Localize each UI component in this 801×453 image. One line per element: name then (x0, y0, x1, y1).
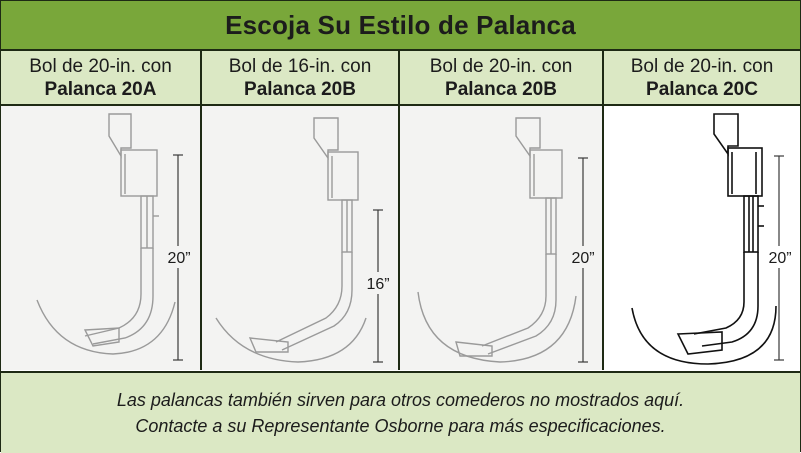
column-header-line1: Bol de 20-in. con (429, 55, 573, 77)
footer-note: Las palancas también sirven para otros c… (1, 371, 800, 453)
lever-20a-illustration: 20” (36, 113, 194, 361)
column-header-20b-20in: Bol de 20-in. con Palanca 20B (400, 51, 602, 104)
column-divider (602, 51, 604, 104)
column-divider (602, 106, 604, 370)
lever-20c-illustration: 20” (631, 113, 796, 365)
dimension-label: 16” (366, 276, 389, 293)
lever-20b-16in-cell: 16” (202, 106, 398, 370)
column-header-line1: Bol de 20-in. con (630, 55, 774, 77)
lever-20c-cell: 20” (604, 106, 800, 370)
column-header-model: Palanca 20A (44, 78, 157, 100)
column-header-line1: Bol de 20-in. con (29, 55, 172, 77)
footer-line-2: Contacte a su Representante Osborne para… (135, 416, 666, 436)
column-divider (398, 106, 400, 370)
column-header-20c: Bol de 20-in. con Palanca 20C (604, 51, 800, 104)
column-header-model: Palanca 20C (646, 78, 758, 100)
dimension-label: 20” (167, 250, 190, 267)
lever-20b-20in-illustration: 20” (417, 117, 600, 363)
footer-line-1: Las palancas también sirven para otros c… (116, 390, 685, 410)
lever-20b-16in-illustration: 16” (215, 117, 394, 363)
lever-20a-cell: 20” (1, 106, 200, 370)
lever-20b-20in-cell: 20” (400, 106, 602, 370)
table-title: Escoja Su Estilo de Palanca (1, 1, 800, 51)
column-divider (200, 106, 202, 370)
column-divider (200, 51, 202, 104)
lever-illustration-row: 20” (1, 106, 800, 370)
dimension-label: 20” (571, 250, 594, 267)
column-header-20a: Bol de 20-in. con Palanca 20A (1, 51, 200, 104)
dimension-label: 20” (768, 250, 791, 267)
column-header-row: Bol de 20-in. con Palanca 20A Bol de 16-… (1, 51, 800, 106)
column-header-20b-16in: Bol de 16-in. con Palanca 20B (202, 51, 398, 104)
column-divider (398, 51, 400, 104)
column-header-model: Palanca 20B (244, 78, 356, 100)
column-header-model: Palanca 20B (445, 78, 557, 100)
column-header-line1: Bol de 16-in. con (228, 55, 372, 77)
